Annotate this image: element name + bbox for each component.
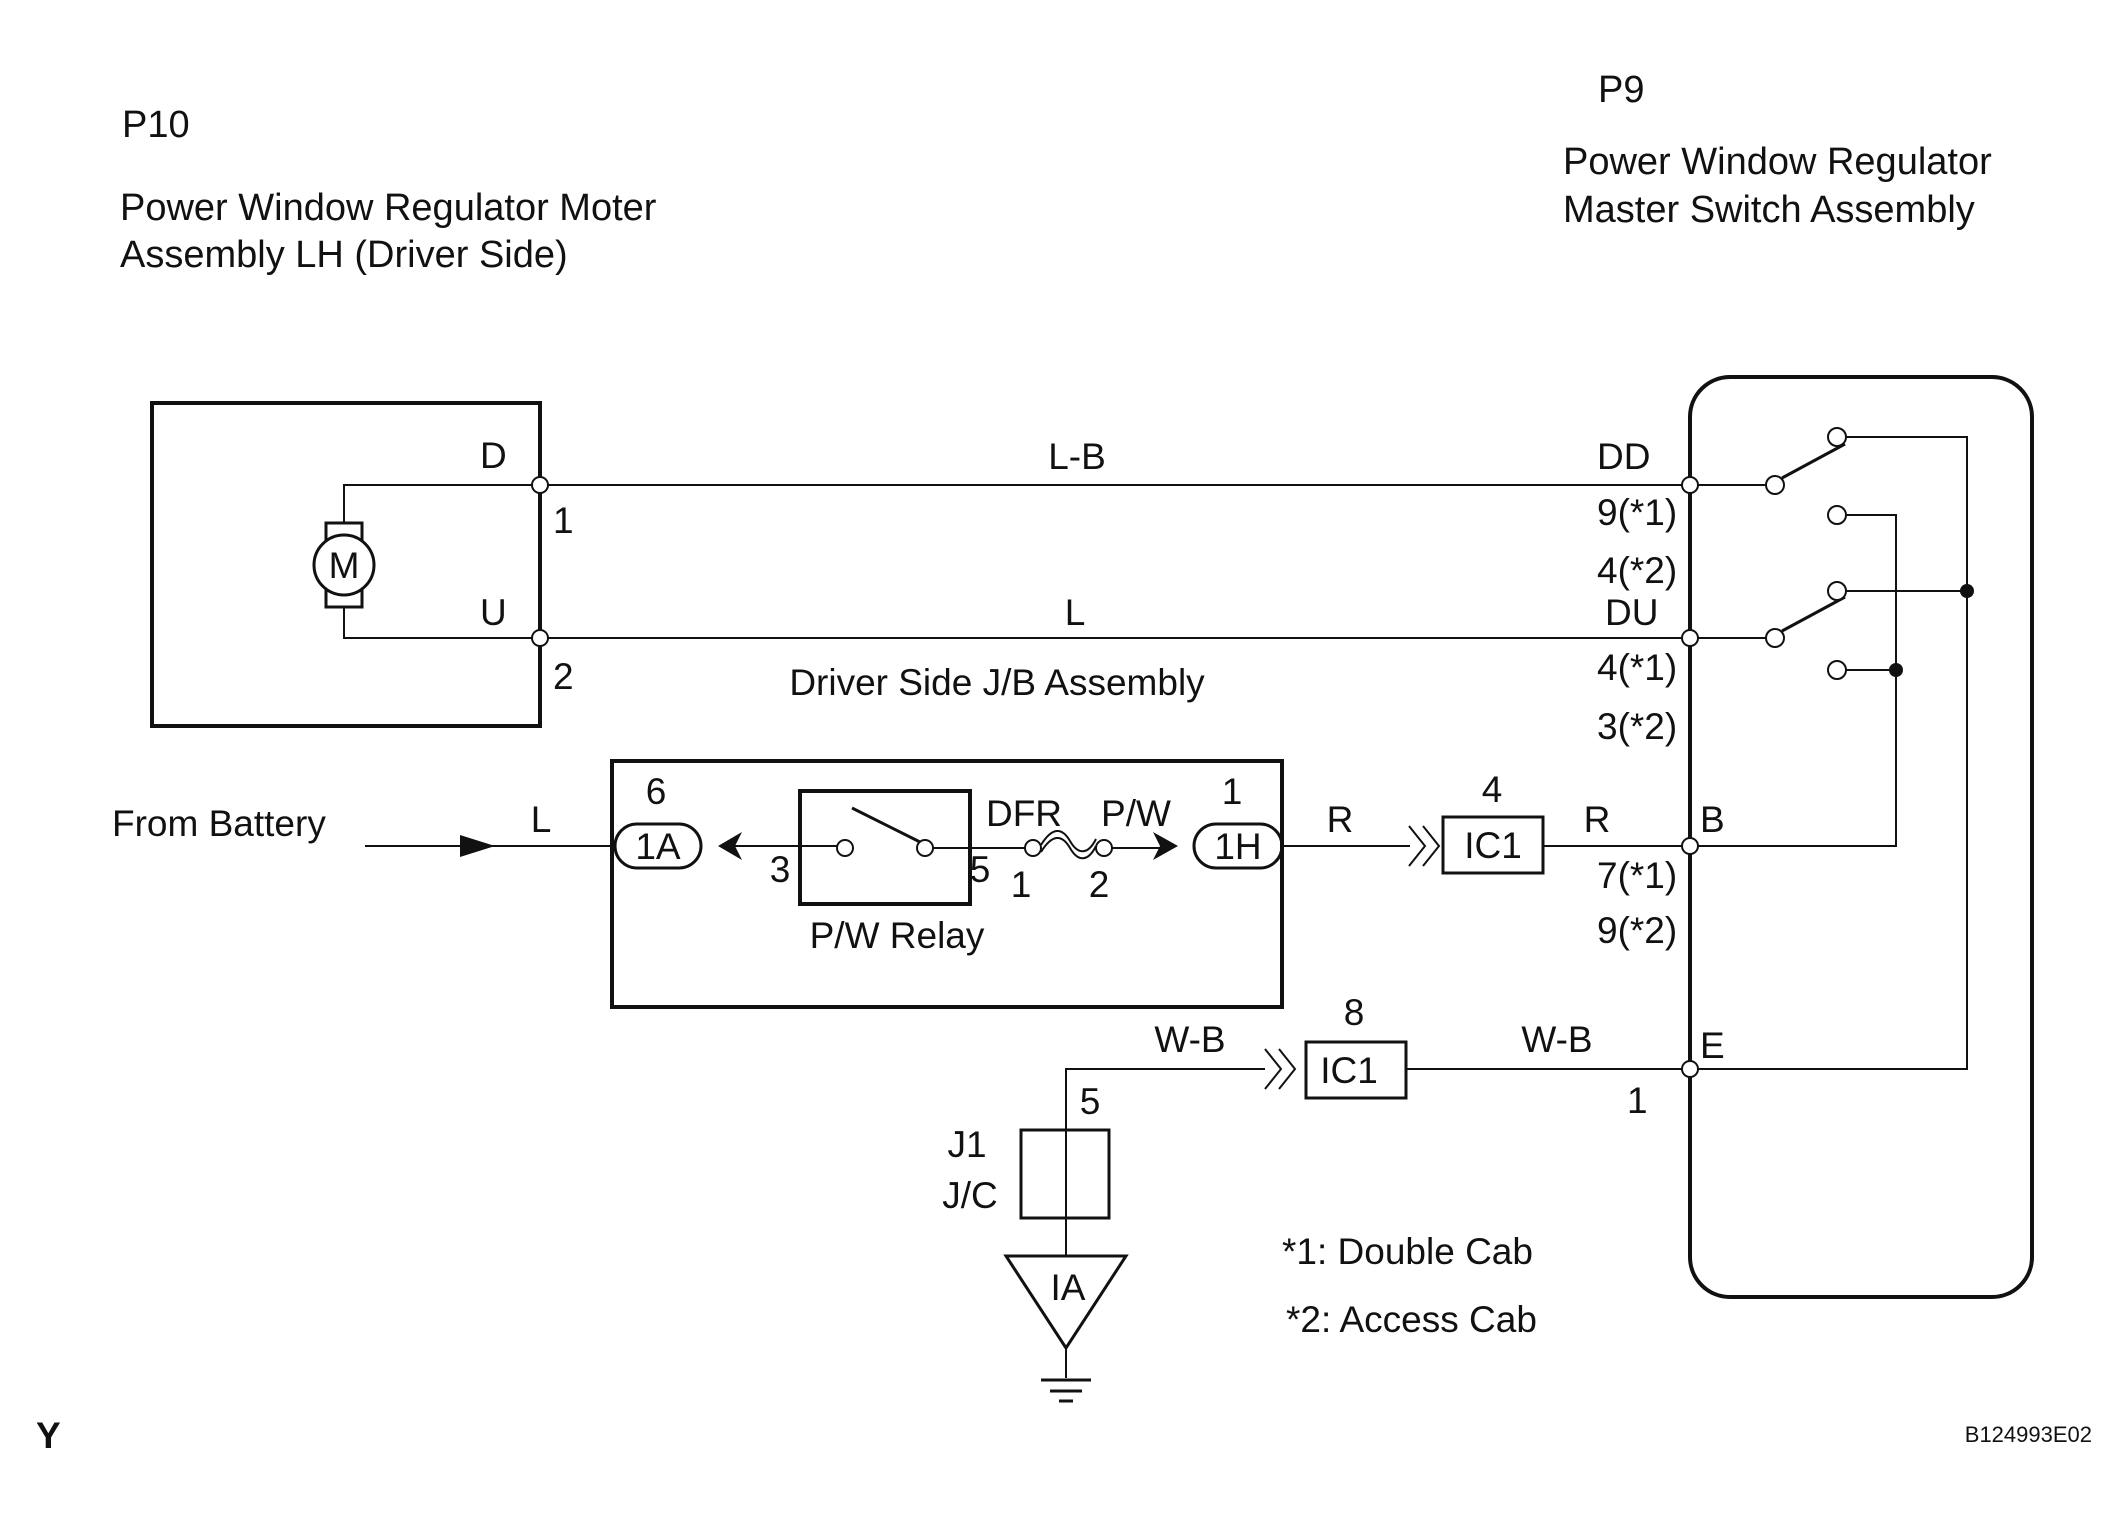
fuse-pin2: 2 (1089, 864, 1110, 905)
internal-ground-line (1690, 436, 1968, 1070)
ic1-top-label: IC1 (1464, 825, 1522, 866)
j1-label2: J/C (942, 1175, 998, 1216)
ic1-top-chev1 (1408, 825, 1427, 867)
relay-name: P/W Relay (810, 915, 985, 956)
ic1-bottom-chev1 (1264, 1048, 1283, 1090)
conn-1h-arrow (1153, 832, 1178, 860)
fuse-contact-1 (1024, 839, 1042, 857)
motor-wire-d (343, 484, 540, 523)
relay-switch-arm (851, 806, 921, 844)
jb-name: Driver Side J/B Assembly (789, 662, 1205, 703)
term-dd-pin-b: 4(*2) (1597, 550, 1677, 591)
motor-symbol: M (312, 521, 376, 609)
battery-arrow (460, 835, 495, 857)
p9-code: P9 (1598, 69, 1644, 111)
p10-pin-d: 1 (553, 500, 574, 541)
p10-box (150, 401, 542, 728)
p10-term-u: U (480, 592, 507, 633)
switch-dd (1690, 427, 1847, 525)
j1-label1: J1 (947, 1124, 986, 1165)
term-e: E (1700, 1025, 1725, 1066)
fuse-name2: P/W (1101, 793, 1171, 834)
term-du: DU (1605, 592, 1658, 633)
ic1-bottom-label: IC1 (1320, 1050, 1378, 1091)
p9-name-line1: Power Window Regulator (1563, 141, 1992, 183)
battery-label: From Battery (112, 803, 326, 844)
wire-r-left-label: R (1327, 799, 1354, 840)
wire-wb-left-label: W-B (1154, 1019, 1225, 1060)
term-du-pin-b: 3(*2) (1597, 706, 1677, 747)
ic1-bottom-chev2 (1278, 1048, 1297, 1090)
note-access-cab: *2: Access Cab (1286, 1299, 1537, 1340)
term-e-pin: 1 (1627, 1080, 1648, 1121)
conn-1a (613, 822, 703, 870)
p10-code: P10 (122, 104, 190, 146)
relay-contact-in (836, 839, 854, 857)
junction-dot-upper (1960, 584, 1974, 598)
conn-1a-label: 1A (635, 826, 681, 867)
p10-pin-u: 2 (553, 656, 574, 697)
relay-pin-out: 5 (970, 849, 991, 890)
doc-code: B124993E02 (1965, 1422, 2092, 1447)
ic1-top-pin: 4 (1482, 769, 1503, 810)
p10-name-line1: Power Window Regulator Moter (120, 187, 657, 229)
terminal-dots (531, 476, 1699, 1078)
fuse-symbol (1040, 837, 1097, 860)
switch-du (1690, 581, 1847, 680)
wire-lb-label: L-B (1048, 436, 1106, 477)
ic1-bottom-pin: 8 (1344, 992, 1365, 1033)
wire-wb-right-label: W-B (1521, 1019, 1592, 1060)
fuse-pin1: 1 (1011, 864, 1032, 905)
term-b: B (1700, 799, 1725, 840)
motor-label: M (329, 545, 360, 586)
conn-1h-pin: 1 (1222, 771, 1243, 812)
conn-1a-pin: 6 (646, 771, 667, 812)
conn-1a-arrow (718, 832, 742, 860)
internal-power-line (1690, 514, 1897, 847)
jb-box (610, 759, 1284, 1009)
ic1-top-chev2 (1422, 825, 1441, 867)
wire-r-right-label: R (1584, 799, 1611, 840)
fuse-name1: DFR (986, 793, 1062, 834)
term-dd: DD (1597, 436, 1650, 477)
p10-name-line2: Assembly LH (Driver Side) (120, 234, 568, 276)
corner-letter: Y (36, 1415, 61, 1456)
wire-battery-label: L (531, 799, 552, 840)
wire-wb-left (1065, 1068, 1265, 1130)
term-dd-pin-a: 9(*1) (1597, 492, 1677, 533)
term-du-pin-a: 4(*1) (1597, 647, 1677, 688)
fuse-symbol-2 (1040, 830, 1097, 853)
p10-term-d: D (480, 435, 507, 476)
relay-pin-in: 3 (770, 849, 791, 890)
wire-l-label: L (1065, 592, 1086, 633)
motor-wire-u (343, 607, 540, 639)
ground-triangle (1003, 1254, 1129, 1351)
term-b-pin-a: 7(*1) (1597, 855, 1677, 896)
term-b-pin-b: 9(*2) (1597, 910, 1677, 951)
j1-pin: 5 (1080, 1081, 1101, 1122)
ground-label: IA (1051, 1267, 1086, 1308)
junction-dot-lower (1889, 663, 1903, 677)
p9-name-line2: Master Switch Assembly (1563, 189, 1975, 231)
fuse-contact-2 (1095, 839, 1113, 857)
note-double-cab: *1: Double Cab (1282, 1231, 1533, 1272)
conn-1h-label: 1H (1214, 826, 1261, 867)
